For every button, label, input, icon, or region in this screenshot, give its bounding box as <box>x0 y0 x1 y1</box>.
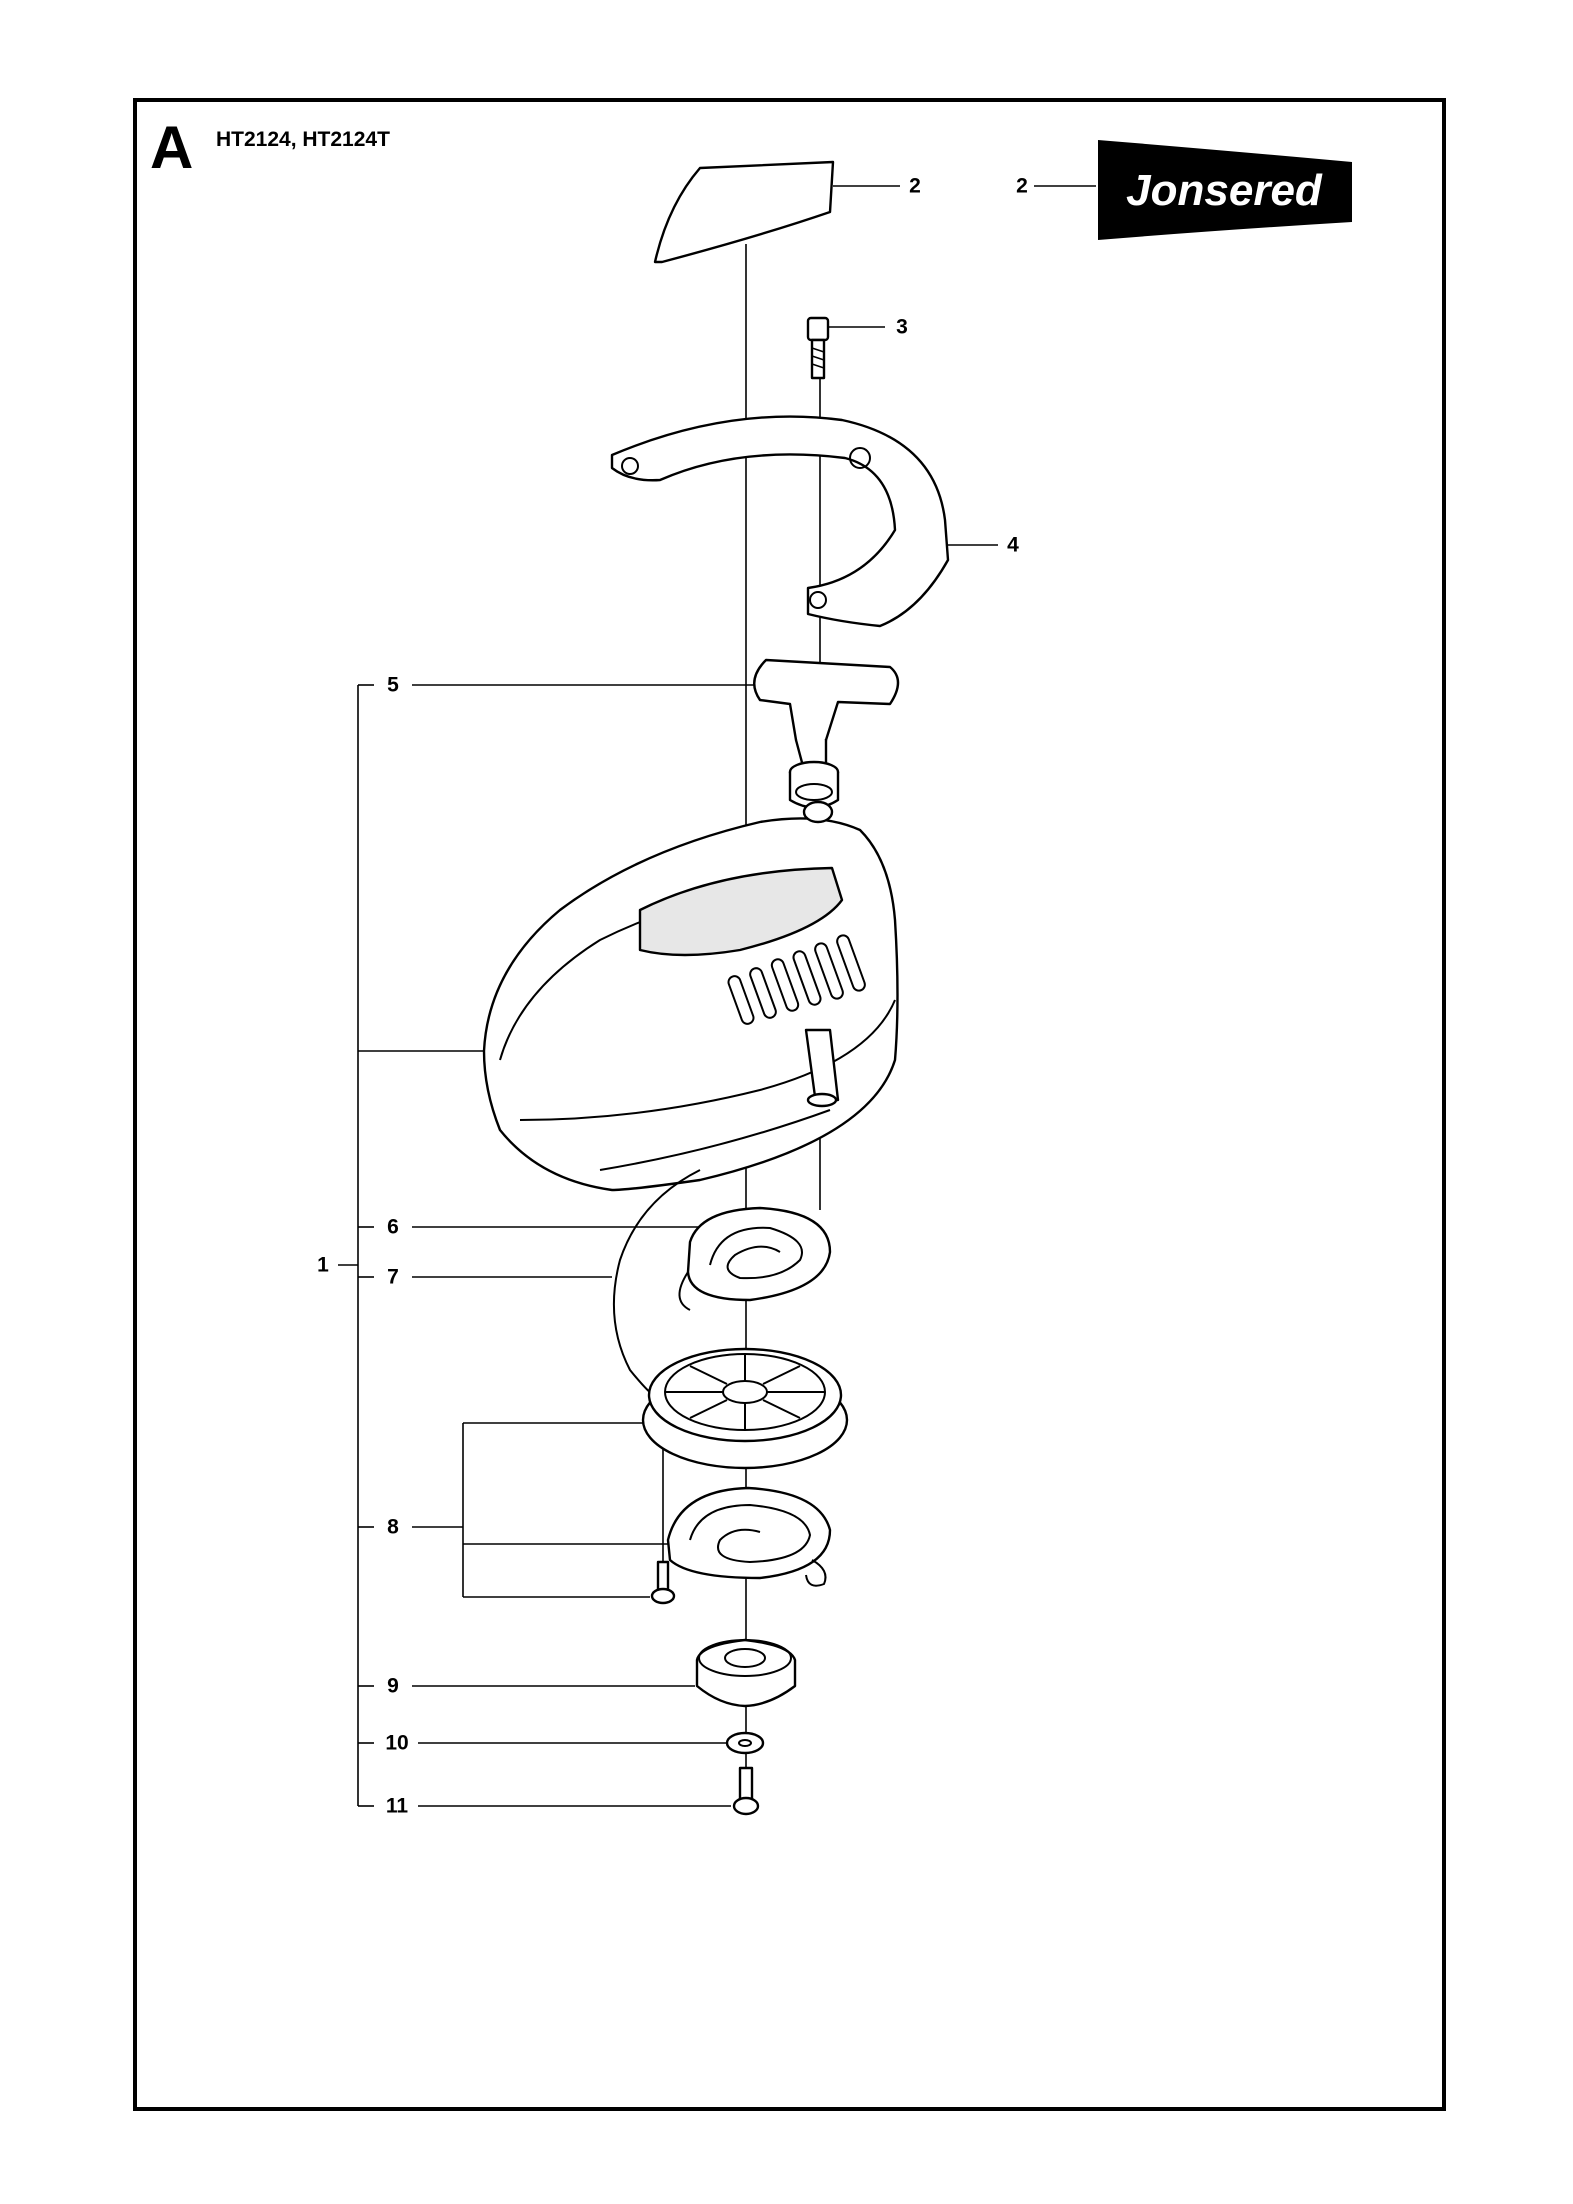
starter-housing-part <box>482 800 899 1192</box>
spring-part-6 <box>678 1206 832 1311</box>
callout-9: 9 <box>387 1674 399 1698</box>
pulley-part <box>641 1347 849 1470</box>
model-numbers: HT2124, HT2124T <box>216 128 390 151</box>
arc-bracket-part <box>610 415 950 628</box>
callout-1: 1 <box>317 1253 329 1277</box>
callout-6: 6 <box>387 1215 399 1239</box>
callout-2-logo: 2 <box>1016 174 1028 198</box>
jonsered-logo: Jonsered <box>1098 140 1352 240</box>
screw-part <box>806 316 830 380</box>
callout-8: 8 <box>387 1515 399 1539</box>
starter-rope-part <box>612 1169 701 1401</box>
housing-vents <box>727 934 866 1025</box>
callout-10: 10 <box>385 1731 409 1755</box>
callout-3: 3 <box>896 315 908 339</box>
callout-7: 7 <box>387 1265 399 1289</box>
diagram-frame <box>133 98 1446 2111</box>
small-screw-part <box>650 1560 676 1605</box>
callout-5: 5 <box>387 673 399 697</box>
callout-2-decal: 2 <box>909 174 921 198</box>
logo-text: Jonsered <box>1126 166 1323 215</box>
callout-11: 11 <box>385 1794 409 1818</box>
decal-part <box>653 160 835 264</box>
hub-part <box>695 1638 797 1708</box>
recoil-spring-part <box>666 1486 832 1587</box>
callout-4: 4 <box>1007 533 1019 557</box>
leader-lines <box>338 185 1096 1807</box>
bolt-part <box>732 1766 760 1816</box>
section-letter: A <box>150 114 194 181</box>
washer-part <box>725 1731 765 1755</box>
starter-handle-part <box>753 658 900 821</box>
